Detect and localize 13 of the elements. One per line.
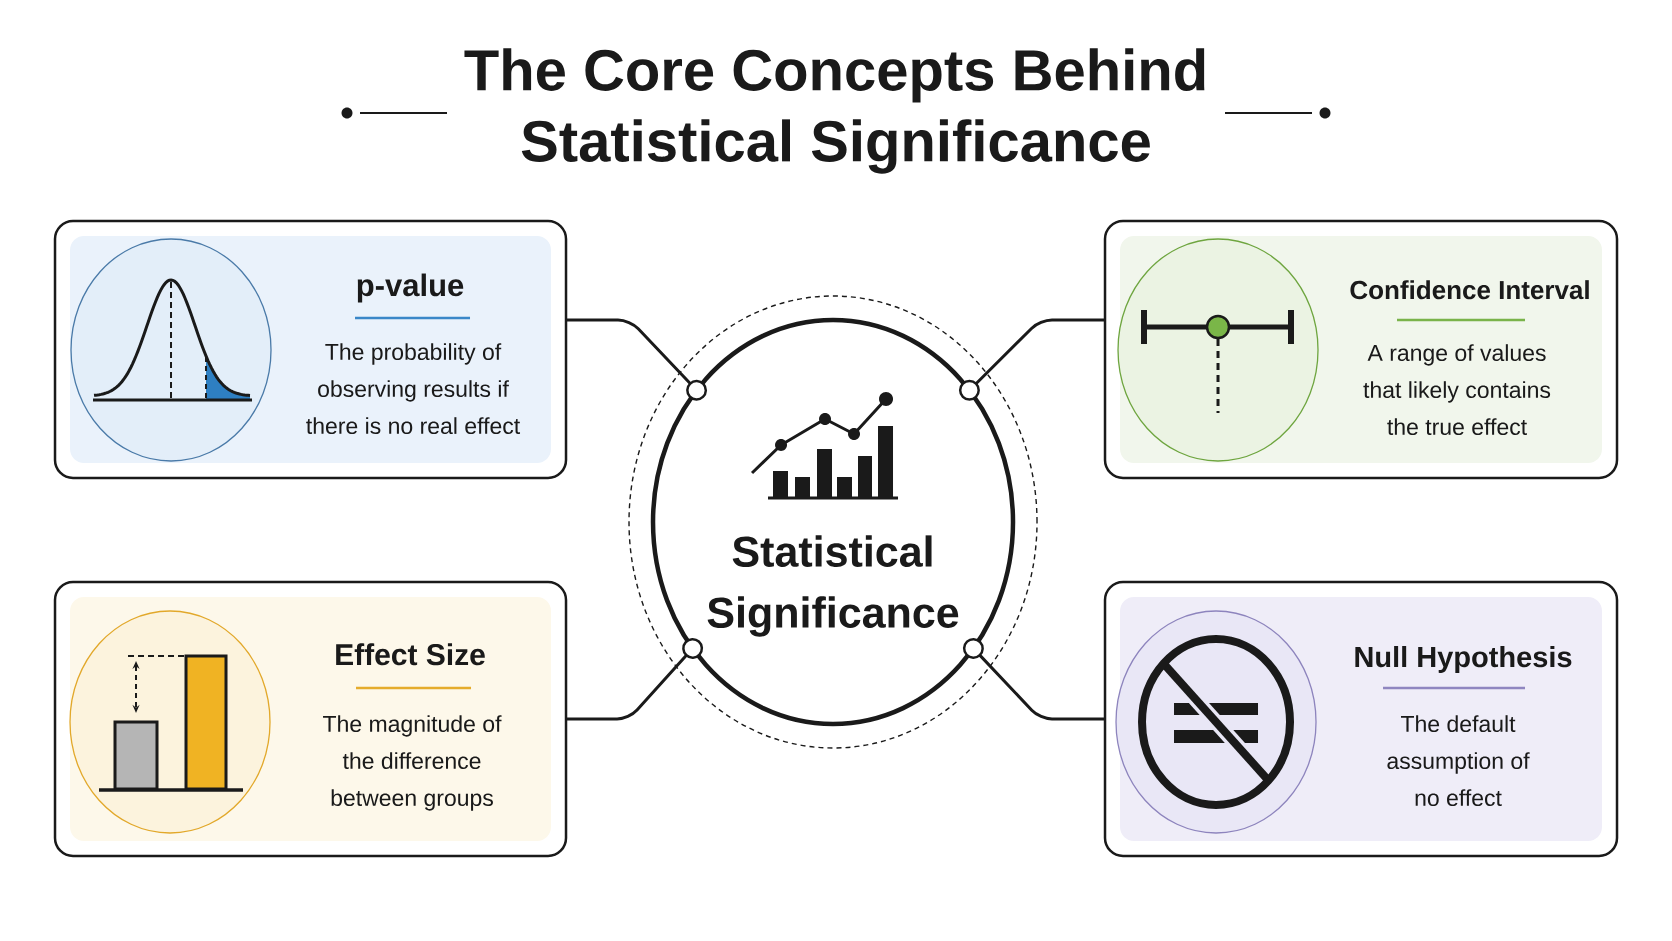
card-description: The magnitude of the difference between groups [323, 715, 502, 811]
card-title: p-value [357, 273, 464, 303]
title: The Core Concepts Behind Statistical Significance [464, 48, 1205, 174]
connector [566, 637, 704, 721]
card-description: The default assumption of no effect [1387, 715, 1530, 807]
card-title: Null Hypothesis [1355, 646, 1572, 673]
card-title: Effect Size [336, 643, 485, 666]
connector [962, 637, 1105, 721]
card-description: The probability of observing results if there is no real effect [306, 343, 520, 435]
card-description: A range of values that likely contains the true effect [1363, 344, 1551, 436]
connector [958, 318, 1105, 401]
connector [566, 318, 708, 401]
card-title: Confidence Interval [1350, 280, 1589, 300]
